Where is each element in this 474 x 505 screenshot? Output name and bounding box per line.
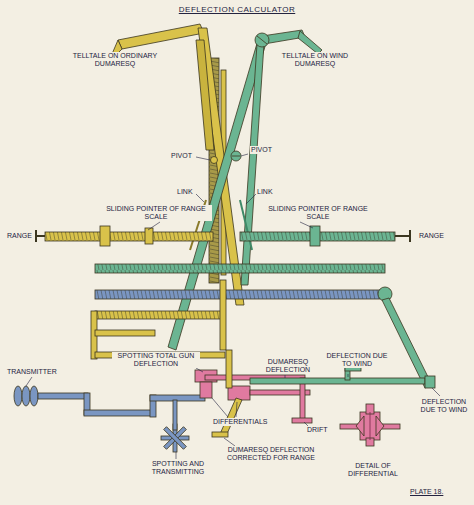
part-label: DUMARESQ DEFLECTION [258, 358, 318, 374]
part-label: DIFFERENTIALS [212, 418, 268, 426]
part-label: DEFLECTION DUE TO WIND [320, 352, 394, 368]
part-label: PIVOT [170, 152, 193, 160]
part-label: SPOTTING TOTAL GUN DEFLECTION [112, 352, 200, 368]
part-label: SLIDING POINTER OF RANGE SCALE [262, 205, 374, 221]
part-label: DUMARESQ DEFLECTION CORRECTED FOR RANGE [220, 446, 322, 462]
part-label: DEFLECTION DUE TO WIND [418, 398, 470, 414]
part-label: DRIFT [306, 426, 329, 434]
part-label: TELLTALE ON ORDINARY DUMARESQ [62, 52, 168, 68]
part-label: RANGE [6, 232, 33, 240]
part-label: SPOTTING AND TRANSMITTING [136, 460, 220, 476]
part-label: PIVOT [250, 146, 273, 154]
part-label: TELLTALE ON WIND DUMARESQ [266, 52, 364, 68]
plate-title: DEFLECTION CALCULATOR [0, 5, 474, 14]
part-label: LINK [256, 188, 274, 196]
part-label: RANGE [418, 232, 445, 240]
plate-number: PLATE 18. [410, 488, 443, 495]
part-label: SLIDING POINTER OF RANGE SCALE [100, 205, 212, 221]
part-label: TRANSMITTER [6, 368, 58, 376]
part-label: DETAIL OF DIFFERENTIAL [336, 462, 410, 478]
part-label: LINK [176, 188, 194, 196]
